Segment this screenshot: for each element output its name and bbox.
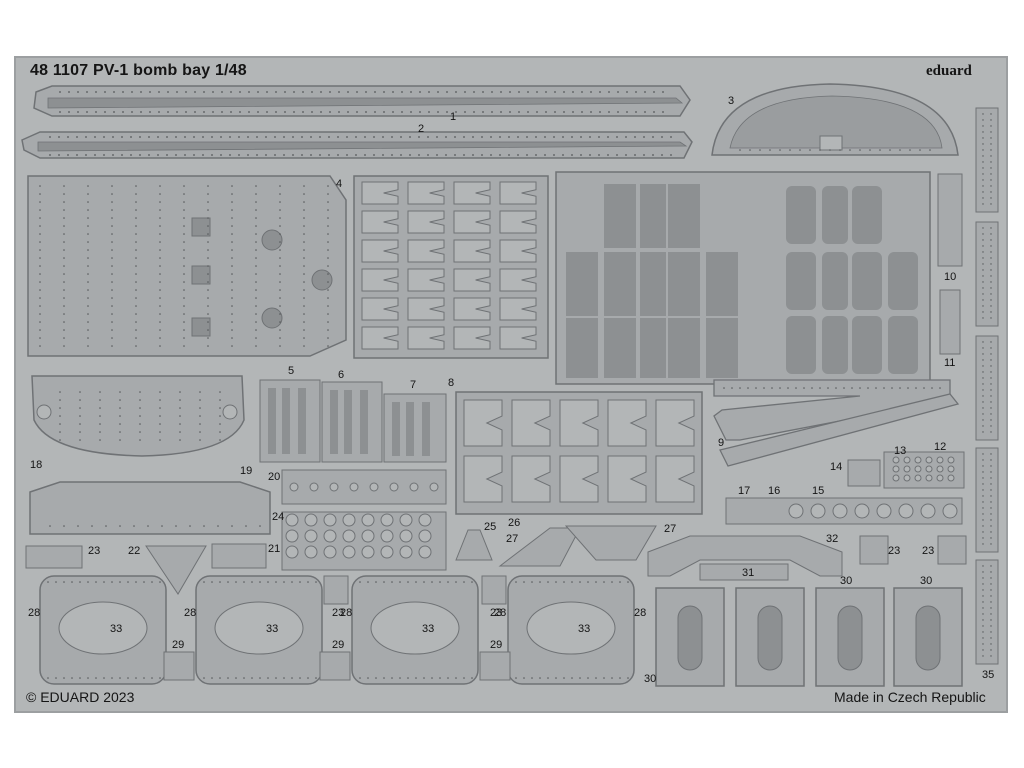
part-20 — [281, 469, 447, 505]
part-21 — [211, 543, 267, 569]
part-label: 23 — [332, 607, 345, 619]
part-label: 30 — [644, 673, 657, 685]
part-label: 28 — [28, 607, 41, 619]
part-label: 33 — [110, 623, 123, 635]
part-label: 23 — [490, 607, 503, 619]
part-23-b — [859, 535, 889, 565]
part-23-c — [937, 535, 967, 565]
part-19-bulkhead — [29, 481, 271, 535]
part-label: 31 — [742, 567, 755, 579]
part-label: 18 — [30, 459, 43, 471]
part-label: 28 — [184, 607, 197, 619]
part-label: 10 — [944, 271, 957, 283]
part-35-strip-e — [975, 559, 999, 665]
part-35-strip-b — [975, 221, 999, 327]
part-label: 27 — [664, 523, 677, 535]
part-23-e — [481, 575, 507, 605]
part-label: 28 — [634, 607, 647, 619]
part-label: 2 — [418, 123, 425, 135]
part-label: 23 — [88, 545, 101, 557]
part-label: 33 — [422, 623, 435, 635]
part-label: 1 — [450, 111, 457, 123]
part-label: 14 — [830, 461, 843, 473]
part-25 — [455, 529, 493, 561]
part-label: 4 — [336, 178, 343, 190]
part-label: 22 — [128, 545, 141, 557]
part-label: 33 — [266, 623, 279, 635]
part-11 — [939, 289, 961, 355]
part-35-strip-c — [975, 335, 999, 441]
part-label: 13 — [894, 445, 907, 457]
part-label: 27 — [506, 533, 519, 545]
part-31 — [699, 563, 789, 581]
part-label: 28 — [340, 607, 353, 619]
part-29-b — [319, 651, 351, 681]
part-label: 7 — [410, 379, 417, 391]
part-18-bulkhead — [31, 375, 245, 457]
part-label: 33 — [578, 623, 591, 635]
copyright-text: © EDUARD 2023 — [26, 689, 135, 705]
part-label: 29 — [490, 639, 503, 651]
disc-details — [285, 456, 958, 559]
part-label: 19 — [240, 465, 253, 477]
part-label: 23 — [888, 545, 901, 557]
part-label: 8 — [448, 377, 455, 389]
origin-text: Made in Czech Republic — [834, 689, 986, 705]
part-30-frames — [655, 587, 963, 687]
part-29-a — [163, 651, 195, 681]
part-32 — [647, 535, 843, 577]
part-label: 25 — [484, 521, 497, 533]
part-22 — [145, 545, 207, 595]
part-label: 32 — [826, 533, 839, 545]
part-23-a — [25, 545, 83, 569]
part-label: 23 — [922, 545, 935, 557]
part-label: 29 — [332, 639, 345, 651]
part-label: 29 — [172, 639, 185, 651]
part-label: 6 — [338, 369, 345, 381]
part-10 — [937, 173, 963, 267]
part-label: 5 — [288, 365, 295, 377]
part-23-d — [323, 575, 349, 605]
part-35-strip-a — [975, 107, 999, 213]
part-label: 30 — [920, 575, 933, 587]
part-28-panels — [39, 575, 635, 685]
part-label: 15 — [812, 485, 825, 497]
part-35-strip-d — [975, 447, 999, 553]
part-14 — [847, 459, 881, 487]
shackle-cutouts — [361, 181, 695, 503]
part-label: 24 — [272, 511, 285, 523]
part-label: 21 — [268, 543, 281, 555]
part-label: 28 — [494, 607, 507, 619]
part-label: 20 — [268, 471, 281, 483]
part-label: 9 — [718, 437, 725, 449]
part-label: 11 — [944, 357, 956, 369]
part-label: 16 — [768, 485, 781, 497]
part-label: 3 — [728, 95, 735, 107]
part-label: 12 — [934, 441, 947, 453]
part-label: 26 — [508, 517, 521, 529]
part-label: 35 — [982, 669, 995, 681]
rivet-details — [39, 91, 992, 679]
part-9-beams — [713, 379, 951, 441]
part-label: 17 — [738, 485, 751, 497]
part-label: 30 — [840, 575, 853, 587]
part-29-c — [479, 651, 511, 681]
brand-logo-text: eduard — [926, 63, 972, 79]
fret-title: 48 1107 PV-1 bomb bay 1/48 — [30, 62, 247, 79]
